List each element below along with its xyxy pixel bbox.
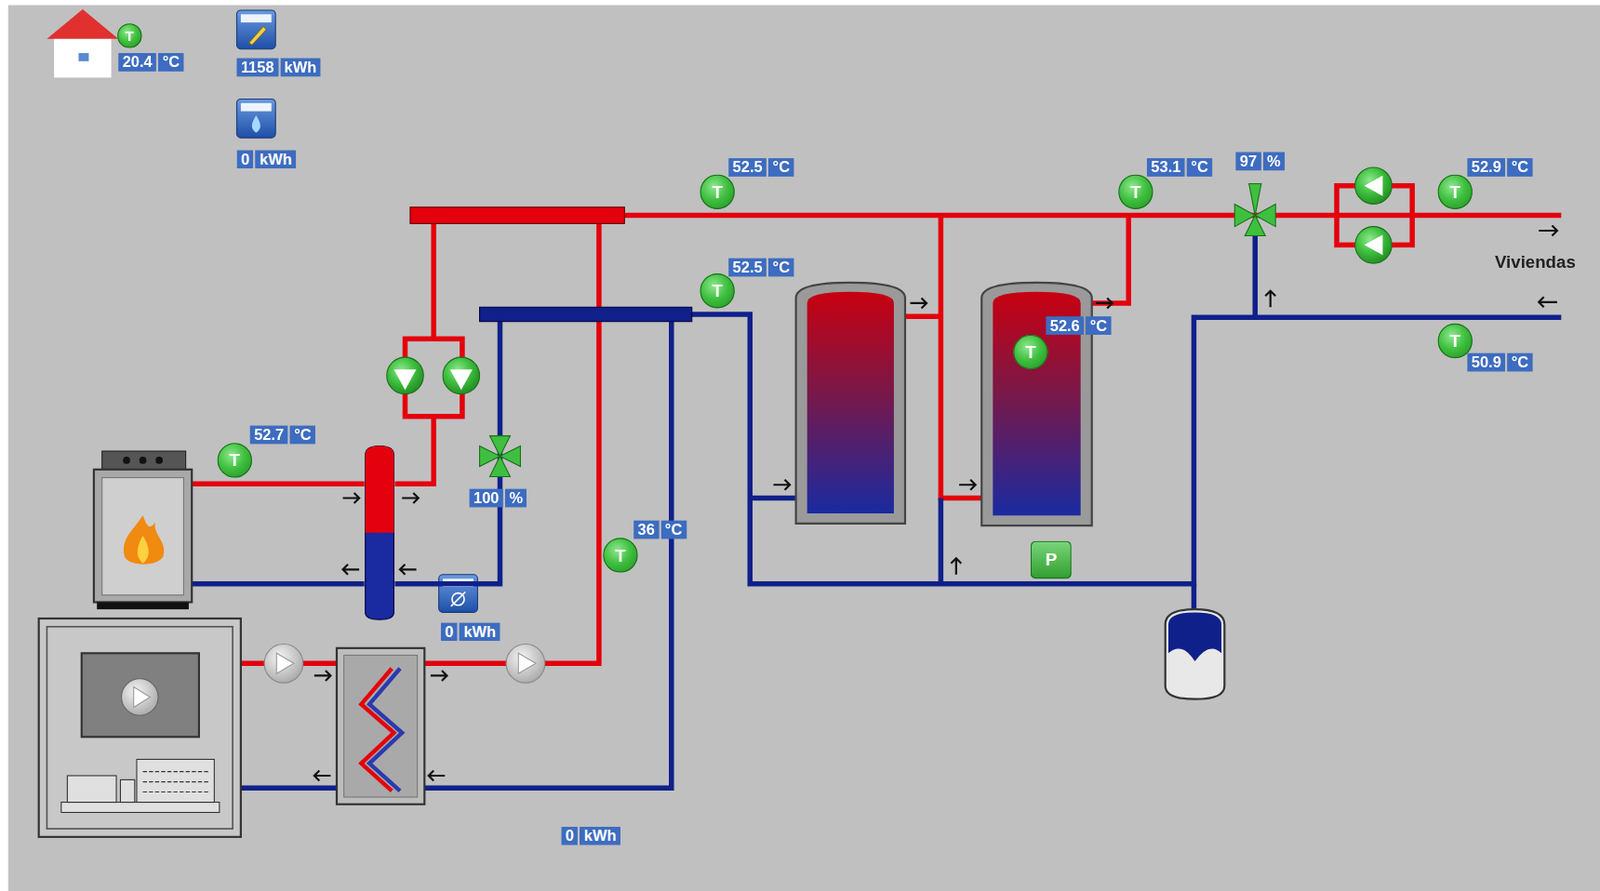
value-readout: 53.1°C <box>1146 158 1213 177</box>
value-text: 52.6 <box>1045 316 1084 335</box>
pressure-sensor: P <box>1030 541 1072 580</box>
unit-text: kWh <box>255 149 297 169</box>
value-text: 52.5 <box>728 258 767 278</box>
unit-text: °C <box>1506 353 1533 373</box>
sensor-letter: T <box>229 452 240 470</box>
value-text: 20.4 <box>118 53 157 72</box>
boiler-pumps <box>386 357 480 395</box>
unit-text: kWh <box>280 58 321 78</box>
supply-header <box>410 207 625 225</box>
value-readout: 52.6°C <box>1045 316 1111 335</box>
unit-text: °C <box>158 53 184 72</box>
temperature-sensor: T <box>700 174 735 210</box>
sensor-letter: T <box>125 28 134 43</box>
house-icon <box>46 9 119 79</box>
sensor-letter: P <box>1045 551 1057 570</box>
boiler <box>93 451 192 610</box>
chp-unit <box>39 618 241 838</box>
value-text: 50.9 <box>1466 353 1506 373</box>
value-readout: 0kWh <box>236 149 296 169</box>
temperature-sensor: T <box>217 442 253 478</box>
value-text: 52.7 <box>250 426 289 445</box>
unit-text: % <box>1263 152 1285 172</box>
electric-meter-icon <box>236 10 276 50</box>
value-text: 0 <box>236 149 254 169</box>
destination-label: Viviendas <box>1494 252 1576 273</box>
temperature-sensor: T <box>700 273 735 308</box>
value-readout: 20.4°C <box>118 53 184 72</box>
value-readout: 0kWh <box>440 622 501 641</box>
value-readout: 0kWh <box>560 826 621 846</box>
value-readout: 52.9°C <box>1466 158 1533 177</box>
value-readout: 36°C <box>633 520 687 540</box>
heat-exchanger <box>336 648 425 805</box>
distribution-pumps <box>1355 167 1392 264</box>
temperature-sensor: T <box>1438 174 1473 210</box>
unit-text: °C <box>660 520 686 540</box>
value-text: 97 <box>1235 152 1261 172</box>
storage-tanks <box>796 282 1093 526</box>
unit-text: kWh <box>459 622 501 641</box>
background <box>8 4 1600 891</box>
unit-text: °C <box>1506 158 1533 177</box>
supply-pipes <box>191 186 1561 665</box>
hydraulic-separator <box>365 446 395 621</box>
unit-text: % <box>505 489 527 508</box>
value-readout: 52.7°C <box>250 426 316 445</box>
value-text: 52.9 <box>1466 158 1506 177</box>
temperature-sensor: T <box>1118 174 1153 210</box>
sensor-letter: T <box>1130 183 1141 201</box>
value-readout: 52.5°C <box>728 258 794 278</box>
chp-pumps <box>264 643 546 683</box>
unit-text: °C <box>1186 158 1213 177</box>
unit-text: °C <box>768 158 794 177</box>
sensor-letter: T <box>711 183 722 201</box>
three-way-valve <box>1234 184 1276 237</box>
expansion-vessel <box>1165 609 1226 700</box>
sensor-letter: T <box>1450 183 1461 201</box>
value-text: 1158 <box>236 58 278 78</box>
heat-meter-icon <box>439 574 479 614</box>
sensor-letter: T <box>1025 343 1036 361</box>
value-text: 53.1 <box>1146 158 1186 177</box>
sensor-letter: T <box>614 546 626 565</box>
unit-text: °C <box>290 426 316 445</box>
temperature-sensor: T <box>602 537 638 573</box>
value-readout: 50.9°C <box>1466 353 1533 373</box>
value-text: 0 <box>560 826 578 846</box>
unit-text: °C <box>768 258 794 278</box>
gas-meter-icon <box>236 98 276 138</box>
temperature-sensor: T <box>1013 334 1048 370</box>
sensor-letter: T <box>1450 332 1461 350</box>
two-way-valve <box>480 436 521 478</box>
value-readout: 1158kWh <box>236 58 320 78</box>
value-readout: 52.5°C <box>728 158 794 177</box>
value-text: 52.5 <box>728 158 767 177</box>
unit-text: °C <box>1085 316 1111 335</box>
sensor-letter: T <box>711 281 722 300</box>
value-text: 100 <box>469 489 504 508</box>
value-readout: 100% <box>469 489 528 508</box>
unit-text: kWh <box>579 826 621 846</box>
return-header <box>480 306 693 321</box>
temperature-sensor: T <box>117 23 142 48</box>
value-text: 36 <box>633 520 659 540</box>
flow-arrows <box>314 226 1558 782</box>
value-text: 0 <box>440 622 458 641</box>
value-readout: 97% <box>1235 152 1285 172</box>
